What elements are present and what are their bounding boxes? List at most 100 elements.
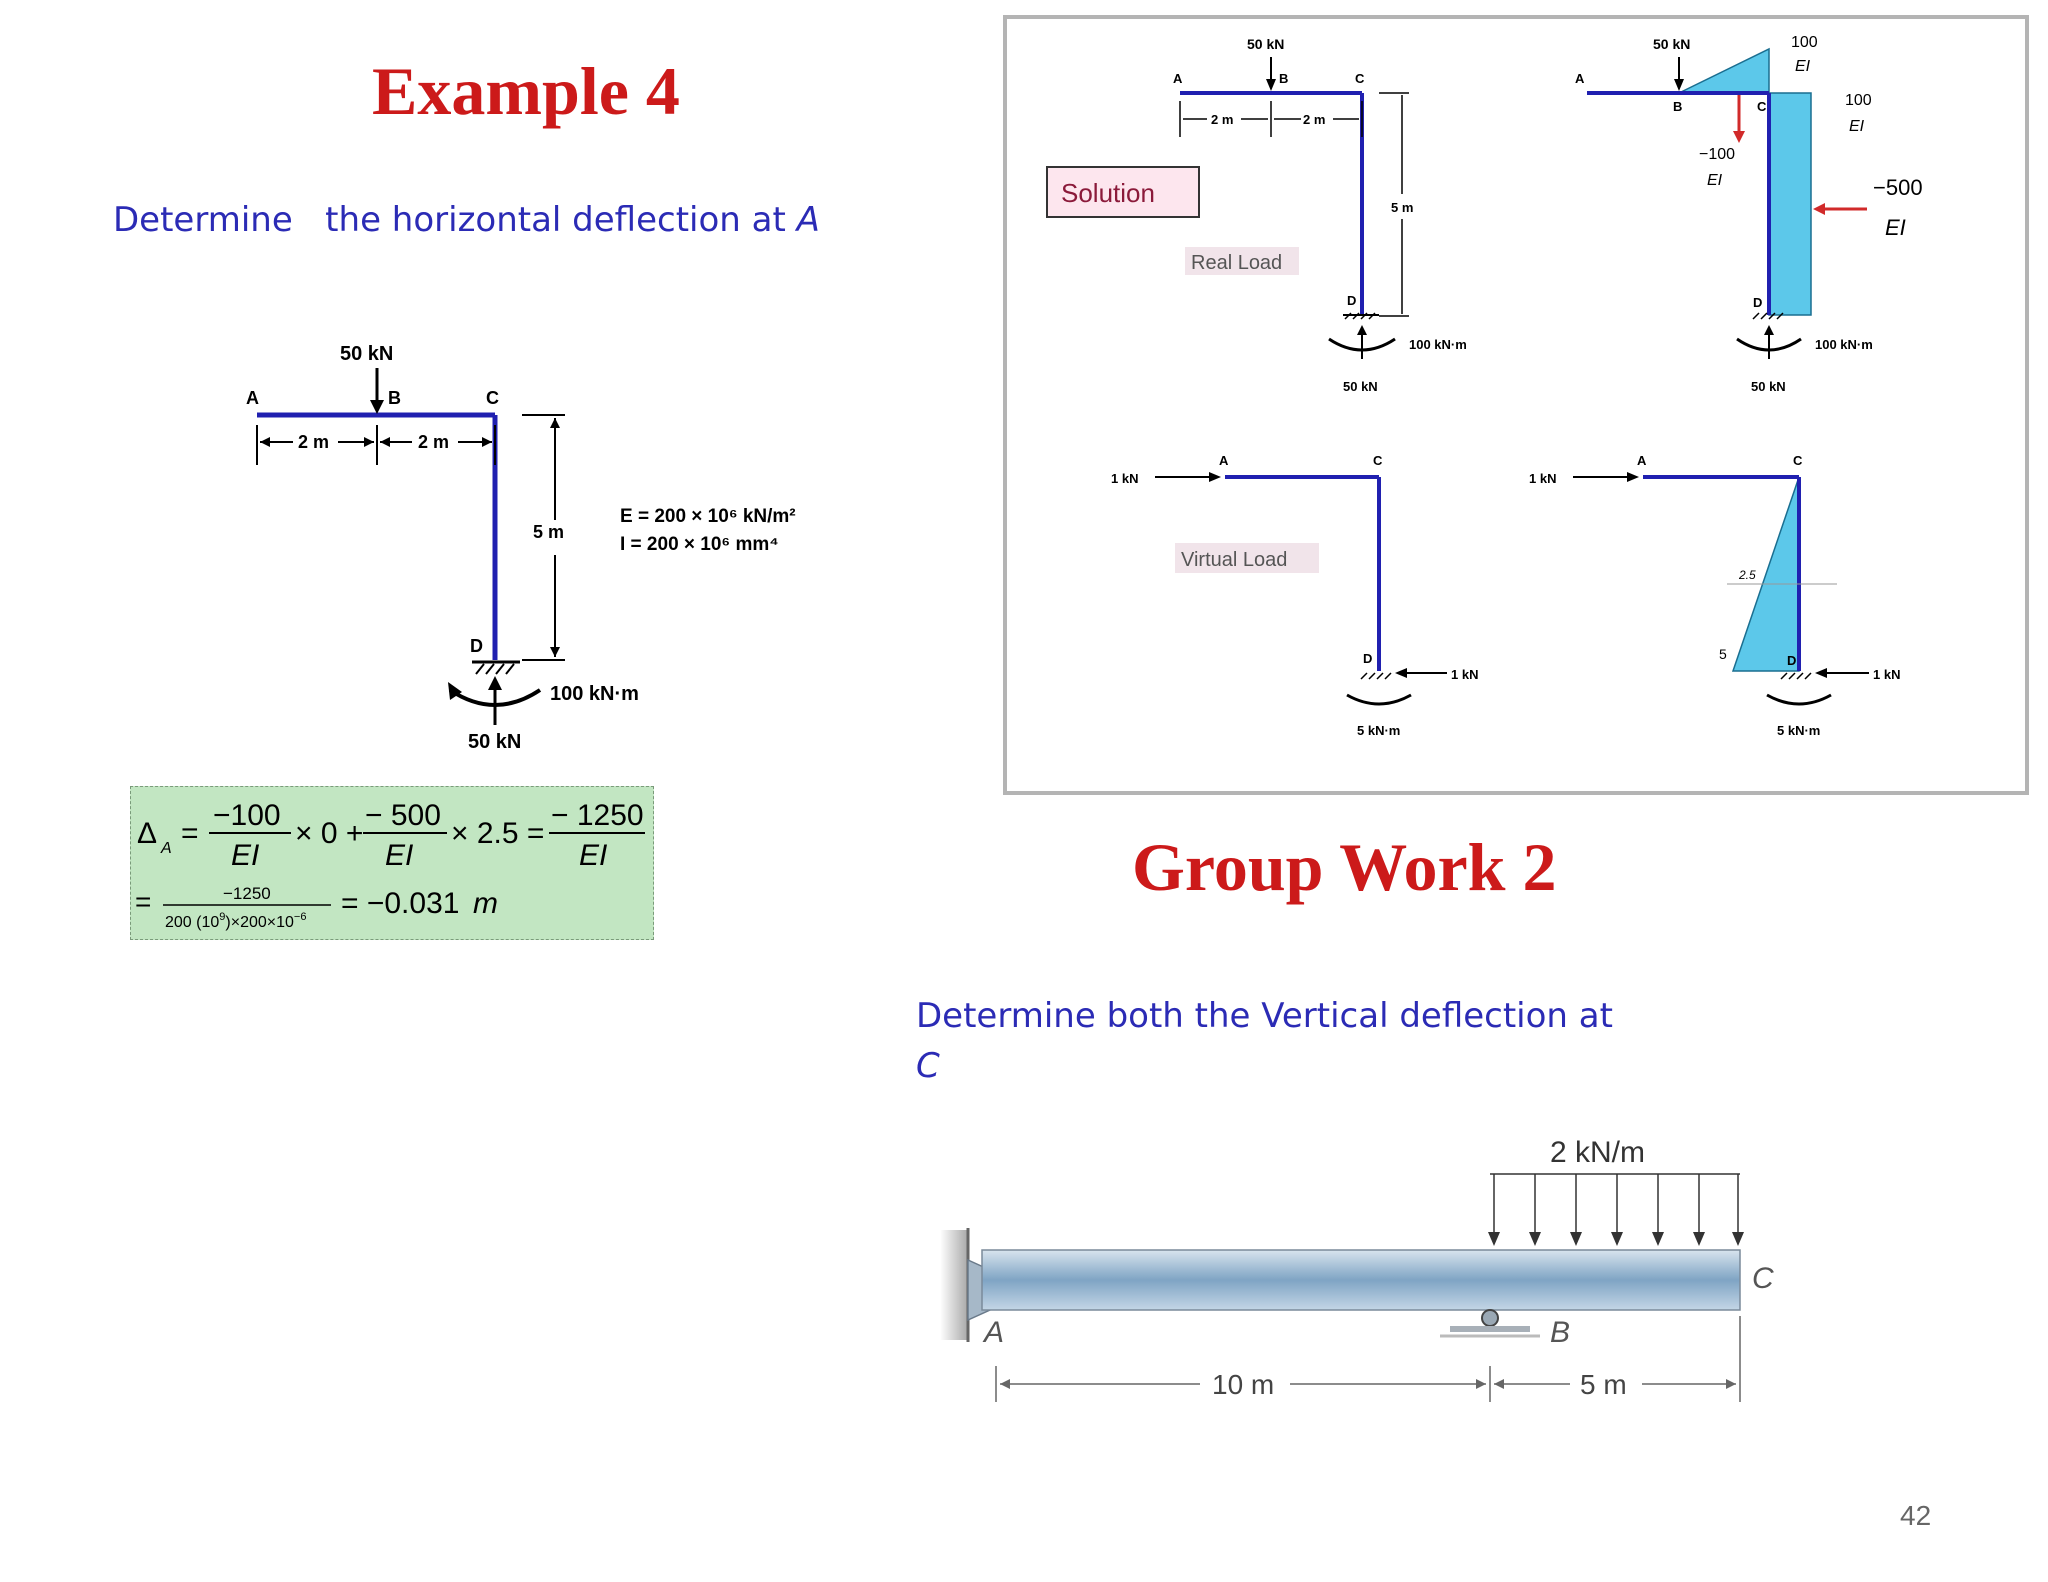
formula-den-b: )×200×10	[225, 914, 294, 931]
moment-100-num: 100	[1791, 34, 1818, 51]
dim-arrowhead	[482, 437, 492, 447]
load-label: 50 kN	[340, 343, 393, 365]
formula-m2: × 2.5 =	[451, 817, 544, 850]
solution-label: Solution	[1061, 178, 1155, 208]
page-number: 42	[1900, 1500, 1932, 1531]
reaction-moment-arc	[1766, 693, 1832, 706]
virtual-load-label: Virtual Load	[1181, 549, 1287, 571]
load-arrowhead	[1266, 79, 1276, 91]
moment-100-den: EI	[1795, 58, 1811, 75]
formula-n3: − 1250	[551, 799, 644, 832]
load-arrowhead	[1611, 1232, 1623, 1246]
inertia-label: I = 200 × 10⁶ mm⁴	[620, 534, 779, 555]
label-c: C	[1757, 99, 1767, 114]
dim-arrowhead	[1726, 1379, 1736, 1389]
group-work-prompt-line1: Determine both the Vertical deflection a…	[916, 996, 1613, 1036]
label-d: D	[1347, 293, 1356, 308]
formula-d2: EI	[385, 839, 413, 872]
formula-d1: EI	[231, 839, 259, 872]
dim-label: 2 m	[1303, 112, 1325, 127]
virtual-load-highlight	[1175, 543, 1319, 573]
label-d: D	[1753, 295, 1762, 310]
label-a: A	[1637, 453, 1647, 468]
dim-arrowhead	[260, 437, 270, 447]
solution-frame: Solution Real Load Virtual Load 50 kN A …	[1003, 15, 2029, 795]
real-load-frame: 50 kN A B C D 2 m 2 m 5 m 100 kN·m	[1173, 36, 1467, 394]
frame-diagram: 50 kN A B C D 2 m 2 m 5 m 100 kN·m 50 kN…	[246, 343, 796, 753]
distributed-load-arrows	[1488, 1174, 1744, 1246]
moment-neg100-den: EI	[1707, 172, 1723, 189]
moment-5-label: 5	[1719, 646, 1727, 662]
group-work-title: Group Work 2	[1132, 829, 1557, 905]
formula-den-exp2: −6	[294, 911, 307, 923]
label-b: B	[1279, 71, 1288, 86]
label-b: B	[388, 388, 401, 408]
dim-arrowhead	[550, 647, 560, 657]
unit-load-label: 1 kN	[1111, 471, 1138, 486]
support-hatch	[1752, 312, 1784, 320]
load-arrowhead	[1693, 1232, 1705, 1246]
label-a: A	[1575, 71, 1585, 86]
formula-delta: Δ	[137, 817, 157, 850]
load-arrowhead	[370, 400, 384, 414]
formula-m1: × 0 +	[295, 817, 363, 850]
reaction-force-arrowhead	[1764, 325, 1774, 335]
moment-100-num: 100	[1845, 92, 1872, 109]
label-a: A	[246, 388, 259, 408]
formula-svg: Δ A = −100 EI × 0 + − 500 EI × 2.5 = − 1…	[135, 799, 645, 931]
dim-ab-label: 2 m	[298, 432, 329, 452]
unit-reaction-label: 1 kN	[1451, 667, 1478, 682]
load-arrowhead	[1570, 1232, 1582, 1246]
example-prompt: Determine the horizontal deflection at A	[113, 200, 820, 240]
span-bc-label: 5 m	[1580, 1369, 1627, 1400]
formula-sub-a: A	[160, 840, 172, 857]
load-arrowhead	[1652, 1232, 1664, 1246]
unit-reaction-arrowhead	[1815, 668, 1827, 678]
moment-100-den: EI	[1849, 118, 1865, 135]
label-d: D	[1787, 653, 1796, 668]
dim-arrowhead	[364, 437, 374, 447]
label-d: D	[1363, 651, 1372, 666]
moment-neg100-num: −100	[1699, 146, 1735, 163]
group-work-prompt-line2: C	[916, 1046, 940, 1086]
unit-reaction-arrowhead	[1395, 668, 1407, 678]
formula-eq: =	[181, 817, 199, 850]
roller-base	[1450, 1326, 1530, 1332]
unit-reaction-label: 1 kN	[1873, 667, 1900, 682]
dim-label: 5 m	[1391, 200, 1413, 215]
load-label: 50 kN	[1247, 36, 1284, 52]
centroid-arrowhead	[1733, 131, 1745, 143]
formula-n2: − 500	[365, 799, 441, 832]
formula-frac-num: −1250	[223, 884, 271, 903]
reaction-force-label: 50 kN	[468, 731, 521, 753]
formula-unit: m	[473, 887, 498, 920]
virtual-moment-label: 5 kN·m	[1777, 723, 1820, 738]
label-a: A	[1173, 71, 1183, 86]
formula-box: Δ A = −100 EI × 0 + − 500 EI × 2.5 = − 1…	[130, 786, 654, 940]
reaction-moment-arc	[1346, 693, 1412, 706]
dim-arrowhead	[1000, 1379, 1010, 1389]
reaction-moment-label: 100 kN·m	[1815, 337, 1873, 352]
unit-load-arrowhead	[1627, 472, 1639, 482]
label-a: A	[982, 1316, 1004, 1349]
label-d: D	[470, 636, 483, 656]
moment-area-bc	[1678, 47, 1770, 94]
support-hatch	[475, 663, 515, 675]
unit-load-arrowhead	[1209, 472, 1221, 482]
beam	[981, 1249, 1741, 1311]
reaction-moment-arrowhead	[448, 682, 462, 700]
wall-support	[940, 1230, 968, 1340]
formula-frac-den: 200 (109)×200×10−6	[165, 911, 306, 931]
example-prompt-text: Determine the horizontal deflection at	[113, 200, 797, 240]
formula-den-exp: 9	[219, 911, 225, 923]
dim-bc-label: 2 m	[418, 432, 449, 452]
dim-arrowhead	[1476, 1379, 1486, 1389]
formula-n1: −100	[213, 799, 281, 832]
roller-icon	[1481, 1309, 1499, 1327]
reaction-force-arrowhead	[488, 676, 502, 690]
formula-line2-eq: =	[135, 886, 151, 917]
dim-arrowhead	[1494, 1379, 1504, 1389]
solution-svg: Solution Real Load Virtual Load 50 kN A …	[1046, 34, 1923, 738]
dim-label: 2 m	[1211, 112, 1233, 127]
support-hatch	[1780, 672, 1812, 680]
